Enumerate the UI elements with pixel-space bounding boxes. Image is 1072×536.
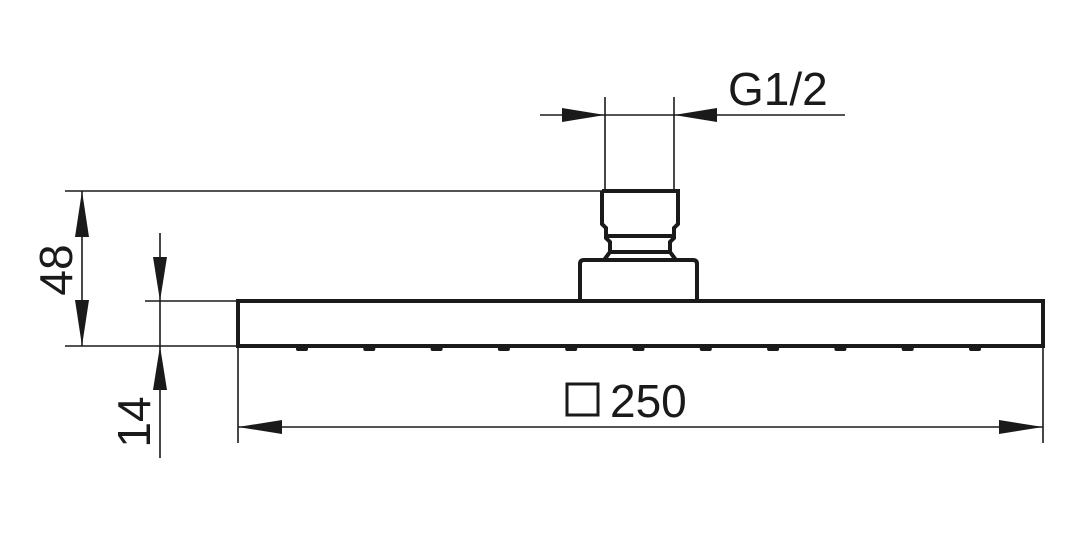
thread-dimension: G1/2 bbox=[540, 63, 845, 191]
thickness-label: 14 bbox=[108, 396, 160, 447]
nozzle bbox=[767, 346, 780, 351]
arrow-left-icon bbox=[238, 420, 282, 434]
threaded-connector bbox=[600, 189, 680, 262]
nozzle bbox=[901, 346, 914, 351]
arrow-up-icon bbox=[75, 191, 89, 237]
nozzle bbox=[699, 346, 712, 351]
arrow-left-icon bbox=[674, 108, 717, 122]
arrow-right-icon bbox=[999, 420, 1043, 434]
mount-base bbox=[578, 258, 699, 301]
nozzle bbox=[430, 346, 443, 351]
arrow-down-icon bbox=[75, 300, 89, 346]
width-dimension: 250 bbox=[237, 346, 1044, 443]
thread-label: G1/2 bbox=[728, 63, 828, 115]
nozzle bbox=[834, 346, 847, 351]
nozzle bbox=[632, 346, 645, 351]
height-dimension: 48 bbox=[30, 190, 602, 347]
thickness-dimension: 14 bbox=[108, 233, 238, 458]
arrow-down-icon bbox=[153, 257, 167, 301]
nozzles bbox=[296, 346, 981, 351]
nozzle bbox=[565, 346, 578, 351]
height-label: 48 bbox=[30, 244, 82, 295]
nozzle bbox=[497, 346, 510, 351]
width-label: 250 bbox=[610, 375, 687, 427]
arrow-up-icon bbox=[153, 346, 167, 390]
nozzle bbox=[969, 346, 981, 351]
nozzle bbox=[363, 346, 376, 351]
nozzle bbox=[296, 346, 308, 351]
arrow-right-icon bbox=[562, 108, 605, 122]
square-symbol-icon bbox=[565, 382, 600, 417]
shower-head-plate bbox=[236, 299, 1045, 348]
